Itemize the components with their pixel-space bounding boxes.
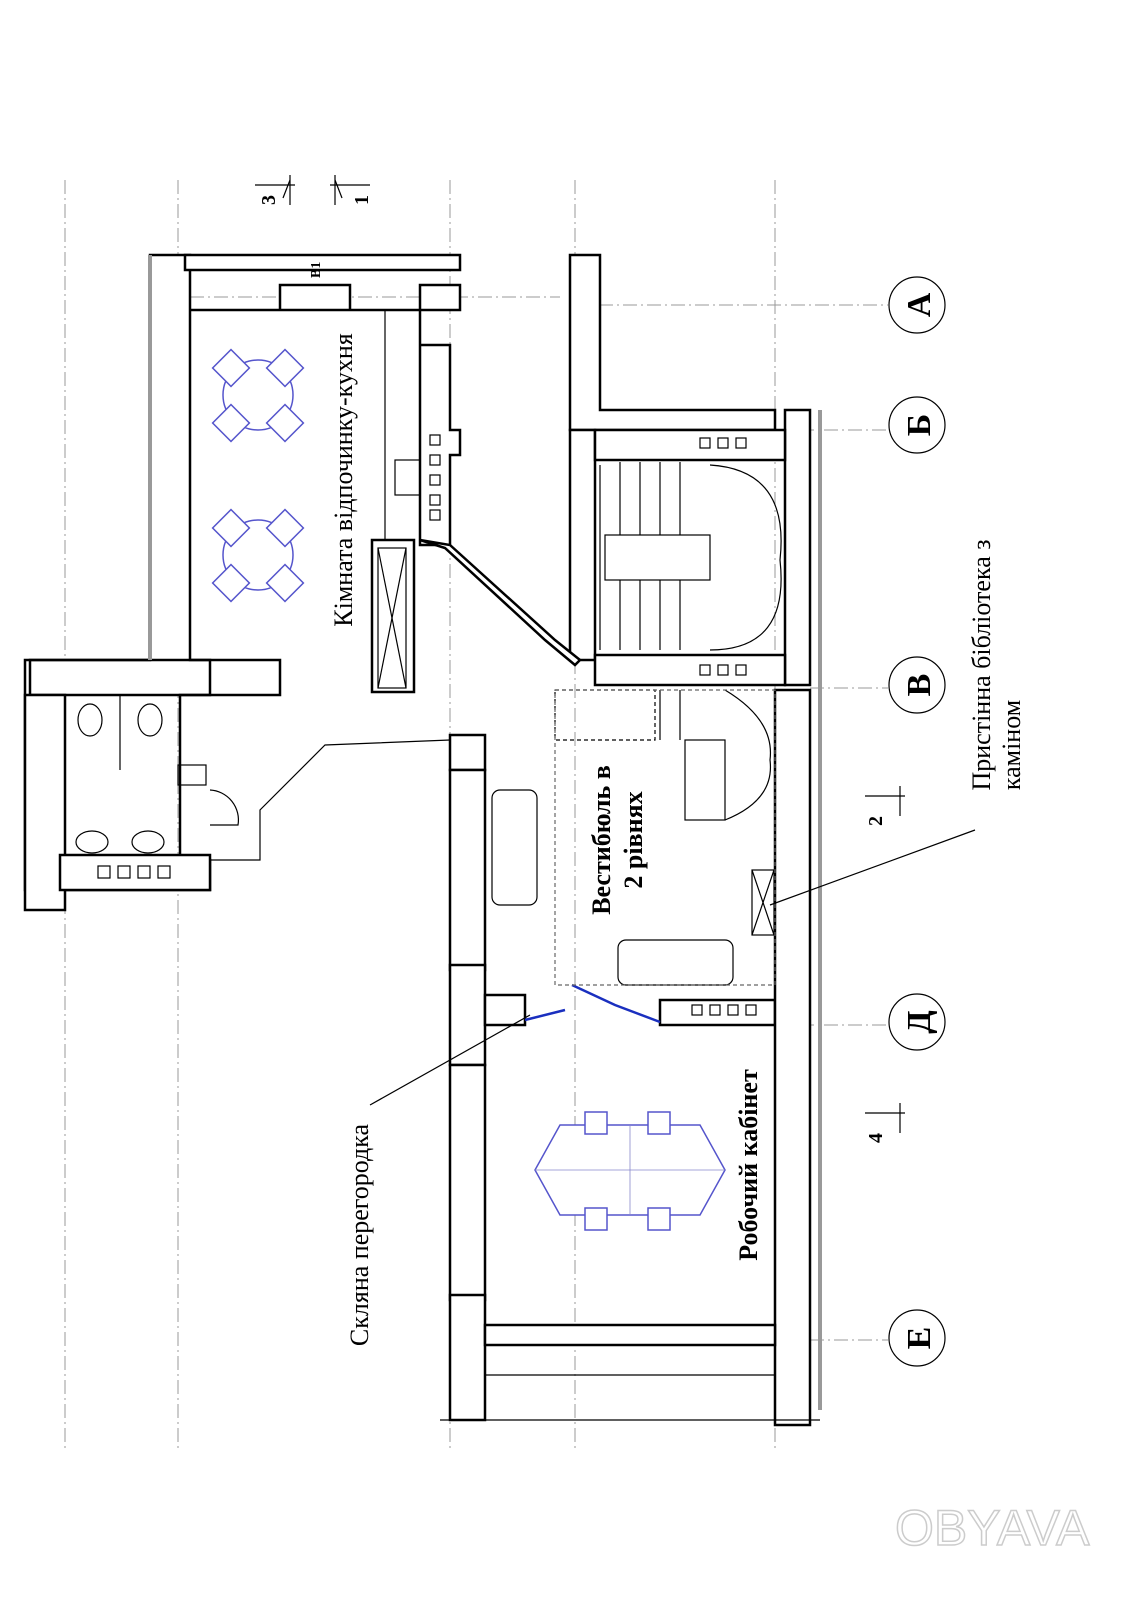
- axis-d: Д: [901, 1010, 938, 1033]
- office-table: [534, 1111, 726, 1231]
- axis-b: Б: [901, 414, 938, 436]
- axis-e: Е: [901, 1327, 938, 1350]
- library-label-2: каміном: [997, 700, 1026, 790]
- room-vestibule-label-1: Вестибюль в: [587, 765, 616, 915]
- sofas: [491, 789, 734, 986]
- window-tag: В1: [309, 262, 324, 278]
- section-marks: [255, 175, 905, 1133]
- walls: [23, 253, 822, 1427]
- library-label-1: Пристінна бібліотека з: [967, 539, 996, 790]
- watermark: OBYAVA: [895, 1500, 1090, 1556]
- room-kitchen-label: Кімната відпочинку-кухня: [329, 333, 358, 626]
- kitchen-tables: [211, 348, 305, 603]
- glass-partition-label: Скляна перегородка: [345, 1123, 374, 1346]
- room-vestibule-label-2: 2 рівнях: [619, 791, 648, 888]
- bathroom-fixtures: [75, 695, 451, 861]
- kitchen-counter: [97, 310, 775, 1016]
- section-2: 2: [865, 816, 887, 826]
- section-1: 1: [351, 195, 373, 205]
- glass-partition: [524, 983, 661, 1024]
- section-4: 4: [865, 1133, 887, 1143]
- axis-v: В: [901, 674, 938, 697]
- room-office-label: Робочий кабінет: [734, 1069, 763, 1261]
- axis-a: А: [901, 292, 938, 317]
- section-3: 3: [258, 195, 280, 205]
- axis-markers: А Б В Д Е: [888, 276, 946, 1367]
